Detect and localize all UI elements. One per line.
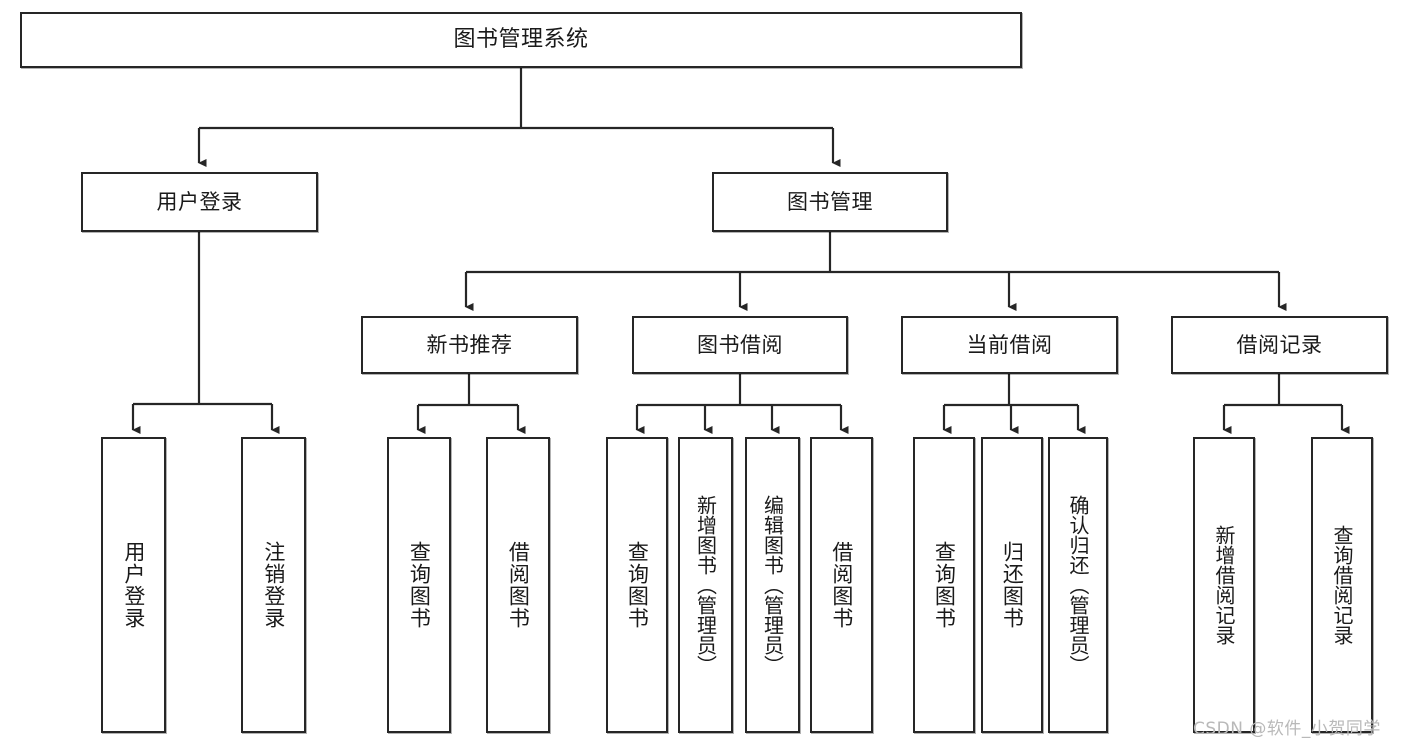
node-current-borrow[interactable]: 当前借阅	[901, 316, 1118, 374]
leaf-query-book-recommend[interactable]: 查询图书	[387, 437, 451, 733]
leaf-query-book-borrow[interactable]: 查询图书	[606, 437, 668, 733]
node-label: 图书借阅	[697, 332, 783, 357]
node-label: 查询图书	[407, 541, 432, 629]
node-label: 新书推荐	[426, 332, 513, 357]
node-label: 用户登录	[156, 189, 243, 214]
node-root-system[interactable]: 图书管理系统	[20, 12, 1022, 68]
node-label: 查询借阅记录	[1330, 525, 1354, 645]
leaf-query-borrow-record[interactable]: 查询借阅记录	[1311, 437, 1373, 733]
node-label: 用户登录	[121, 541, 146, 629]
node-label: 查询图书	[932, 541, 957, 629]
node-label: 借阅图书	[829, 541, 854, 629]
leaf-edit-book-admin[interactable]: 编辑图书（管理员）	[745, 437, 800, 733]
watermark-text: CSDN @软件_小贺同学	[1193, 719, 1381, 739]
leaf-add-book-admin[interactable]: 新增图书（管理员）	[678, 437, 733, 733]
node-label: 借阅记录	[1236, 332, 1323, 357]
node-label: 归还图书	[1000, 541, 1025, 629]
node-borrow-record[interactable]: 借阅记录	[1171, 316, 1388, 374]
node-label: 新增图书（管理员）	[693, 495, 718, 675]
node-label: 图书管理	[787, 189, 873, 214]
node-label: 借阅图书	[506, 541, 531, 629]
node-new-book-recommend[interactable]: 新书推荐	[361, 316, 578, 374]
leaf-borrow-book-recommend[interactable]: 借阅图书	[486, 437, 550, 733]
leaf-borrow-book[interactable]: 借阅图书	[810, 437, 873, 733]
leaf-logout[interactable]: 注销登录	[241, 437, 306, 733]
leaf-return-book[interactable]: 归还图书	[981, 437, 1043, 733]
leaf-user-login[interactable]: 用户登录	[101, 437, 166, 733]
node-label: 确认归还（管理员）	[1066, 495, 1090, 675]
node-label: 新增借阅记录	[1212, 525, 1236, 645]
leaf-query-book-current[interactable]: 查询图书	[913, 437, 975, 733]
node-book-borrow[interactable]: 图书借阅	[632, 316, 848, 374]
node-label: 当前借阅	[966, 332, 1053, 357]
node-label: 注销登录	[261, 541, 286, 629]
node-user-login[interactable]: 用户登录	[81, 172, 318, 232]
leaf-confirm-return-admin[interactable]: 确认归还（管理员）	[1048, 437, 1108, 733]
node-label: 查询图书	[625, 541, 650, 629]
node-book-management[interactable]: 图书管理	[712, 172, 948, 232]
leaf-add-borrow-record[interactable]: 新增借阅记录	[1193, 437, 1255, 733]
node-label: 图书管理系统	[453, 27, 589, 53]
node-label: 编辑图书（管理员）	[760, 495, 785, 675]
